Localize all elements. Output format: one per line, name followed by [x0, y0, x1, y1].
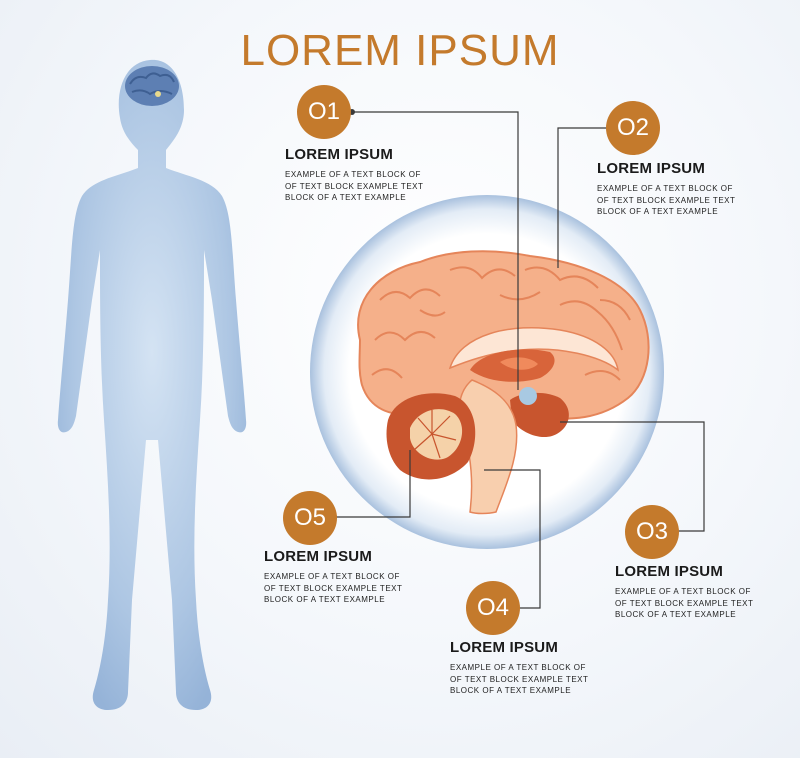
info-block-01: LOREM IPSUM EXAMPLE OF A TEXT BLOCK OF O… [285, 146, 435, 204]
info-text: EXAMPLE OF A TEXT BLOCK OF OF TEXT BLOCK… [285, 170, 424, 202]
brain-illustration [357, 250, 650, 515]
info-text: EXAMPLE OF A TEXT BLOCK OF OF TEXT BLOCK… [615, 587, 754, 619]
info-block-05: LOREM IPSUM EXAMPLE OF A TEXT BLOCK OF O… [264, 548, 414, 606]
info-heading: LOREM IPSUM [597, 160, 706, 177]
info-block-04: LOREM IPSUM EXAMPLE OF A TEXT BLOCK OF O… [450, 639, 600, 697]
info-block-03: LOREM IPSUM EXAMPLE OF A TEXT BLOCK OF O… [615, 563, 765, 621]
badge-01: O1 [297, 85, 351, 139]
info-heading: LOREM IPSUM [264, 548, 373, 565]
badge-05: O5 [283, 491, 337, 545]
page-title: LOREM IPSUM [240, 26, 560, 75]
info-heading: LOREM IPSUM [615, 563, 724, 580]
badge-03: O3 [625, 505, 679, 559]
badge-04: O4 [466, 581, 520, 635]
head-brain [125, 66, 179, 106]
info-block-02: LOREM IPSUM EXAMPLE OF A TEXT BLOCK OF O… [597, 160, 747, 218]
badge-02: O2 [606, 101, 660, 155]
info-heading: LOREM IPSUM [285, 146, 394, 163]
info-heading: LOREM IPSUM [450, 639, 559, 656]
info-text: EXAMPLE OF A TEXT BLOCK OF OF TEXT BLOCK… [450, 663, 589, 695]
leader-lines [334, 111, 705, 609]
human-silhouette [57, 59, 247, 710]
info-text: EXAMPLE OF A TEXT BLOCK OF OF TEXT BLOCK… [264, 572, 403, 604]
info-text: EXAMPLE OF A TEXT BLOCK OF OF TEXT BLOCK… [597, 184, 736, 216]
